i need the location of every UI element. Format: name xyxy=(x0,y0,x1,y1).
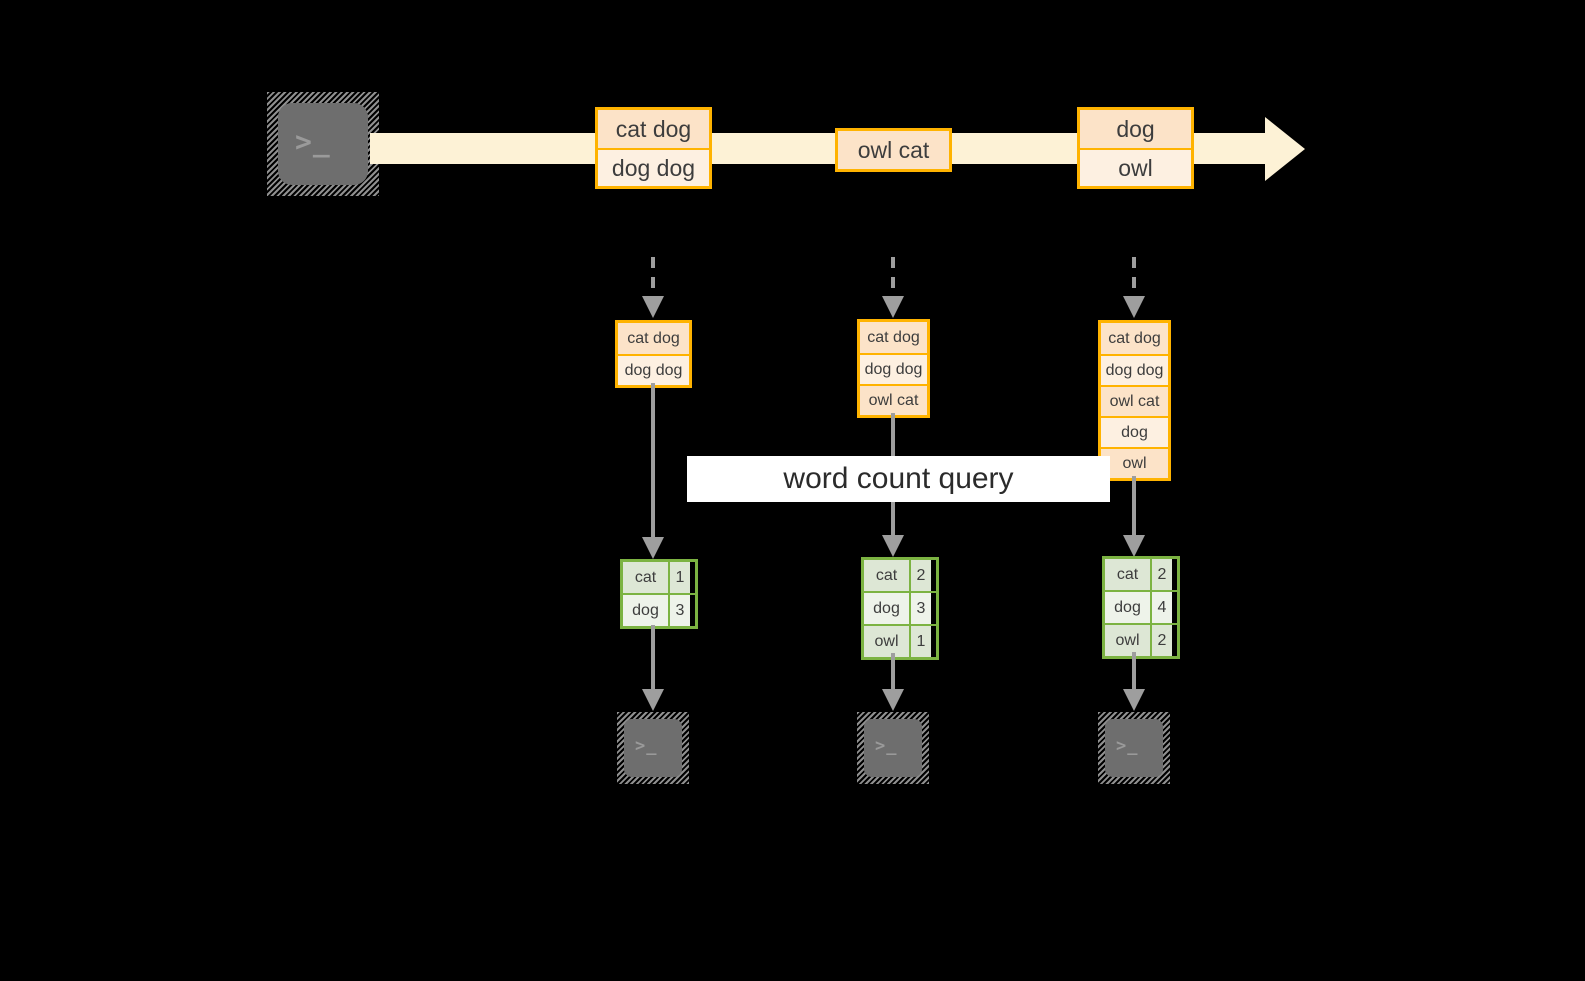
record-line: dog dog xyxy=(1101,354,1168,385)
word-cell: cat xyxy=(1105,559,1150,590)
stream-record: dog owl xyxy=(1077,107,1194,189)
word-cell: cat xyxy=(623,562,668,593)
count-cell: 4 xyxy=(1150,592,1172,623)
terminal-screen xyxy=(278,103,368,185)
terminal-screen xyxy=(624,719,682,777)
snapshot-trigger-arrow-head xyxy=(882,296,904,318)
record-line: cat dog xyxy=(598,110,709,148)
record-line: dog dog xyxy=(860,353,927,384)
snapshot-trigger-arrow-head xyxy=(1123,296,1145,318)
snapshot-trigger-arrow-line xyxy=(1132,257,1136,297)
record-line: cat dog xyxy=(618,323,689,354)
query-label-banner: word count query xyxy=(687,456,1110,502)
query-label-text: word count query xyxy=(783,462,1014,495)
table-row: owl 1 xyxy=(864,624,936,657)
record-line: owl cat xyxy=(1101,385,1168,416)
table-row: dog 4 xyxy=(1105,590,1177,623)
word-count-result-table: cat 2 dog 4 owl 2 xyxy=(1102,556,1180,659)
query-arrow-line xyxy=(1132,476,1136,536)
word-cell: dog xyxy=(623,595,668,626)
record-line: dog dog xyxy=(618,354,689,385)
terminal-prompt-glyph: >_ xyxy=(875,736,898,756)
count-cell: 1 xyxy=(668,562,690,593)
count-cell: 2 xyxy=(1150,625,1172,656)
snapshot-trigger-arrow-line xyxy=(891,257,895,297)
source-terminal-icon: >_ xyxy=(267,92,379,196)
snapshot-trigger-arrow-line xyxy=(651,257,655,297)
word-cell: dog xyxy=(1105,592,1150,623)
snapshot-input-table: cat dog dog dog owl cat dog owl xyxy=(1098,320,1171,481)
stream-record: cat dog dog dog xyxy=(595,107,712,189)
word-count-result-table: cat 2 dog 3 owl 1 xyxy=(861,557,939,660)
table-row: dog 3 xyxy=(623,593,695,626)
record-line: owl xyxy=(1080,148,1191,186)
record-line: cat dog xyxy=(860,322,927,353)
record-line: cat dog xyxy=(1101,323,1168,354)
output-arrow-head xyxy=(1123,689,1145,711)
word-cell: owl xyxy=(1105,625,1150,656)
snapshot-input-table: cat dog dog dog xyxy=(615,320,692,388)
record-line: owl cat xyxy=(838,131,949,169)
table-row: cat 2 xyxy=(1105,559,1177,590)
terminal-prompt-glyph: >_ xyxy=(1116,736,1139,756)
count-cell: 3 xyxy=(909,593,931,624)
terminal-screen xyxy=(864,719,922,777)
table-row: cat 2 xyxy=(864,560,936,591)
query-arrow-head xyxy=(882,535,904,557)
record-line: dog xyxy=(1080,110,1191,148)
word-count-result-table: cat 1 dog 3 xyxy=(620,559,698,629)
record-line: dog dog xyxy=(598,148,709,186)
terminal-prompt-glyph: >_ xyxy=(635,736,658,756)
count-cell: 3 xyxy=(668,595,690,626)
word-cell: owl xyxy=(864,626,909,657)
output-arrow-line xyxy=(1132,652,1136,690)
output-arrow-head xyxy=(642,689,664,711)
snapshot-trigger-arrow-head xyxy=(642,296,664,318)
sink-terminal-icon: >_ xyxy=(617,712,689,784)
snapshot-input-table: cat dog dog dog owl cat xyxy=(857,319,930,418)
sink-terminal-icon: >_ xyxy=(857,712,929,784)
table-row: dog 3 xyxy=(864,591,936,624)
record-line: owl xyxy=(1101,447,1168,478)
count-cell: 2 xyxy=(1150,559,1172,590)
event-stream-arrow-head xyxy=(1265,117,1305,181)
word-cell: dog xyxy=(864,593,909,624)
count-cell: 2 xyxy=(909,560,931,591)
record-line: owl cat xyxy=(860,384,927,415)
word-cell: cat xyxy=(864,560,909,591)
query-arrow-head xyxy=(1123,535,1145,557)
query-arrow-head xyxy=(642,537,664,559)
table-row: cat 1 xyxy=(623,562,695,593)
record-line: dog xyxy=(1101,416,1168,447)
count-cell: 1 xyxy=(909,626,931,657)
terminal-prompt-glyph: >_ xyxy=(295,125,331,158)
output-arrow-head xyxy=(882,689,904,711)
stream-record: owl cat xyxy=(835,128,952,172)
table-row: owl 2 xyxy=(1105,623,1177,656)
query-arrow-line xyxy=(651,383,655,538)
output-arrow-line xyxy=(891,653,895,690)
terminal-screen xyxy=(1105,719,1163,777)
sink-terminal-icon: >_ xyxy=(1098,712,1170,784)
output-arrow-line xyxy=(651,625,655,690)
